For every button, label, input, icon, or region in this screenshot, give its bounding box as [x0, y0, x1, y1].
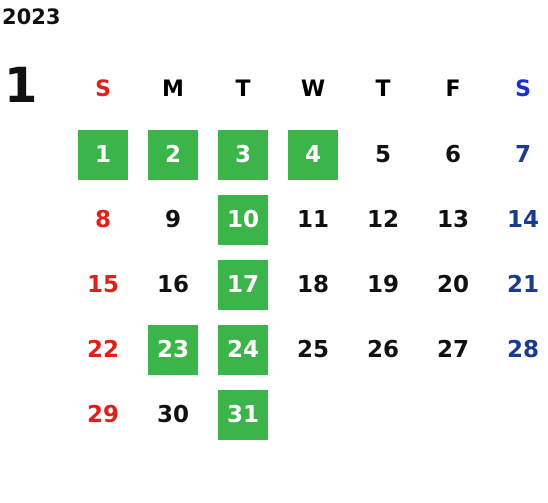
weekday-thursday: T [375, 77, 391, 102]
calendar-day[interactable]: 15 [86, 271, 119, 298]
calendar-day-highlighted[interactable]: 4 [288, 129, 338, 180]
calendar-day [428, 390, 478, 440]
weekday-sunday: S [95, 77, 111, 102]
calendar-day-cell [488, 390, 548, 440]
weekday-monday: M [162, 77, 184, 102]
calendar-day-cell: 20 [418, 260, 488, 310]
calendar-day-cell: 9 [138, 195, 208, 245]
calendar-month: 1 [4, 58, 38, 114]
calendar-day-cell: 2 [138, 129, 208, 180]
calendar-day[interactable]: 21 [506, 271, 539, 298]
calendar-day[interactable]: 16 [156, 271, 189, 298]
calendar-day-highlighted[interactable]: 23 [148, 324, 198, 375]
calendar-day[interactable]: 30 [156, 401, 189, 428]
weekday-saturday: S [515, 77, 531, 102]
calendar-day-highlighted[interactable]: 2 [148, 129, 198, 180]
calendar-day[interactable]: 7 [514, 141, 531, 168]
calendar-day-cell: 21 [488, 260, 548, 310]
calendar-week-row: 8 9 10 11 12 13 14 [68, 187, 548, 252]
calendar-day[interactable]: 25 [296, 336, 329, 363]
calendar-day-cell: 29 [68, 390, 138, 440]
calendar-day[interactable]: 26 [366, 336, 399, 363]
calendar-day-highlighted[interactable]: 10 [218, 194, 268, 245]
calendar-week-row: 29 30 31 [68, 382, 548, 447]
calendar-day [288, 390, 338, 440]
calendar-day[interactable]: 13 [436, 206, 469, 233]
calendar-day[interactable]: 11 [296, 206, 329, 233]
calendar-day-cell: 3 [208, 129, 278, 180]
calendar-day-cell: 30 [138, 390, 208, 440]
calendar-day-cell: 12 [348, 195, 418, 245]
calendar-day-cell: 10 [208, 194, 278, 245]
calendar-day-cell: 11 [278, 195, 348, 245]
calendar-day-cell: 19 [348, 260, 418, 310]
calendar-day-cell: 6 [418, 130, 488, 180]
calendar-day-cell: 16 [138, 260, 208, 310]
calendar-day-highlighted[interactable]: 31 [218, 389, 268, 440]
calendar-day-cell: 31 [208, 389, 278, 440]
calendar-day-cell: 18 [278, 260, 348, 310]
calendar-day-cell: 26 [348, 325, 418, 375]
calendar-day-cell: 15 [68, 260, 138, 310]
calendar-day[interactable]: 12 [366, 206, 399, 233]
weekday-friday: F [445, 77, 461, 102]
calendar-day[interactable]: 18 [296, 271, 329, 298]
calendar-day-cell: 8 [68, 195, 138, 245]
calendar-day[interactable]: 5 [374, 141, 391, 168]
calendar-day-cell: 4 [278, 129, 348, 180]
calendar-day[interactable]: 27 [436, 336, 469, 363]
calendar-day[interactable]: 29 [86, 401, 119, 428]
calendar-day[interactable]: 28 [506, 336, 539, 363]
calendar-day[interactable]: 14 [506, 206, 539, 233]
calendar-day-cell [278, 390, 348, 440]
calendar-day[interactable]: 9 [164, 206, 181, 233]
calendar-day[interactable]: 20 [436, 271, 469, 298]
calendar-day-cell: 28 [488, 325, 548, 375]
calendar-day-cell: 22 [68, 325, 138, 375]
calendar-day-cell: 27 [418, 325, 488, 375]
calendar-day[interactable]: 22 [86, 336, 119, 363]
calendar-day-highlighted[interactable]: 3 [218, 129, 268, 180]
calendar-day[interactable]: 8 [94, 206, 111, 233]
calendar-day-cell [418, 390, 488, 440]
calendar-day-cell: 25 [278, 325, 348, 375]
calendar-week-row: 15 16 17 18 19 20 21 [68, 252, 548, 317]
calendar-day-cell [348, 390, 418, 440]
calendar-day-highlighted[interactable]: 17 [218, 259, 268, 310]
calendar-day [498, 390, 548, 440]
calendar-day-cell: 14 [488, 195, 548, 245]
calendar-year: 2023 [2, 5, 61, 29]
calendar-day [358, 390, 408, 440]
calendar-day-cell: 1 [68, 129, 138, 180]
weekday-tuesday: T [235, 77, 251, 102]
calendar-day-cell: 24 [208, 324, 278, 375]
calendar-day-highlighted[interactable]: 1 [78, 129, 128, 180]
calendar-day-cell: 23 [138, 324, 208, 375]
calendar-day-cell: 17 [208, 259, 278, 310]
calendar-day-cell: 7 [488, 130, 548, 180]
calendar-day[interactable]: 19 [366, 271, 399, 298]
calendar-day-cell: 5 [348, 130, 418, 180]
calendar-day-highlighted[interactable]: 24 [218, 324, 268, 375]
weekday-wednesday: W [300, 77, 326, 102]
calendar-day[interactable]: 6 [444, 141, 461, 168]
calendar-day-cell: 13 [418, 195, 488, 245]
weekday-header-row: S M T W T F S [68, 57, 548, 122]
calendar-week-row: 22 23 24 25 26 27 28 [68, 317, 548, 382]
